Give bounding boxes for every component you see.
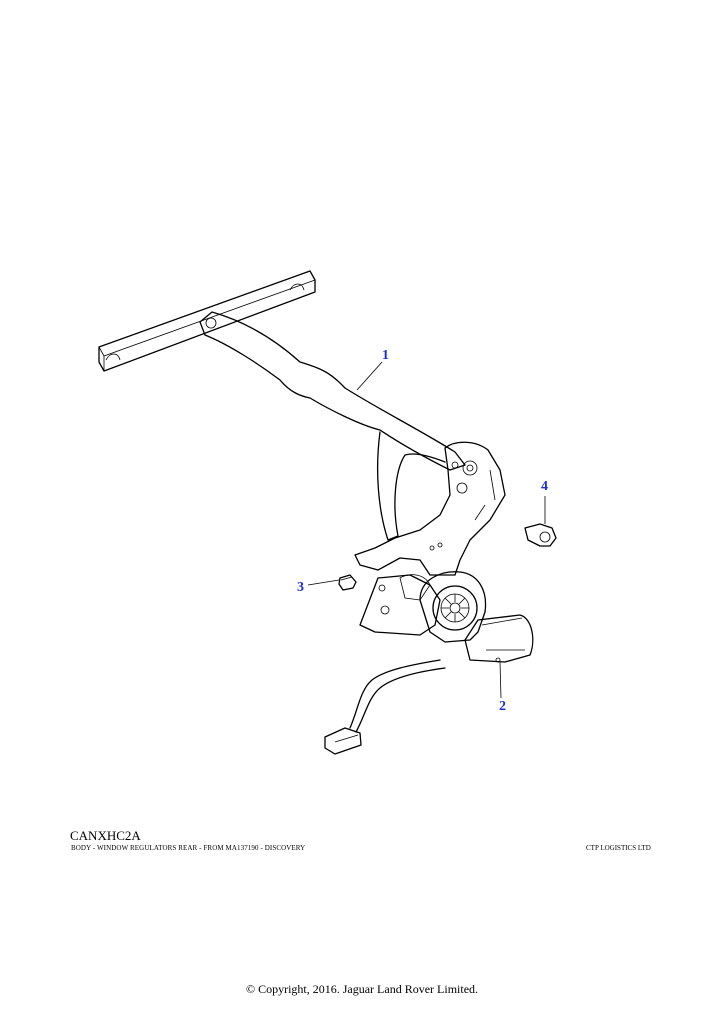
motor-gearbox	[419, 571, 487, 643]
sector-gear-bracket	[354, 441, 506, 576]
base-plate	[359, 574, 441, 636]
leader-lines	[307, 361, 546, 699]
callout-4[interactable]: 4	[541, 480, 548, 494]
callout-2-label: 2	[499, 699, 506, 714]
bolt-3	[338, 574, 357, 591]
bolt-4	[524, 523, 557, 547]
callout-4-label: 4	[541, 479, 548, 494]
callout-3-label: 3	[297, 580, 304, 595]
drawing-description: BODY - WINDOW REGULATORS REAR - FROM MA1…	[71, 844, 306, 852]
callout-1-label: 1	[382, 348, 389, 363]
regulator-arm	[199, 311, 466, 541]
glass-channel-rail	[98, 270, 316, 372]
callout-3[interactable]: 3	[297, 581, 304, 595]
wiring-harness	[324, 659, 446, 755]
callout-1[interactable]: 1	[382, 349, 389, 363]
drawing-code: CANXHC2A	[70, 828, 141, 843]
electric-motor	[464, 614, 534, 663]
callout-2[interactable]: 2	[499, 700, 506, 714]
copyright-text: © Copyright, 2016. Jaguar Land Rover Lim…	[245, 982, 479, 996]
supplier-name: CTP LOGISTICS LTD	[586, 844, 651, 852]
